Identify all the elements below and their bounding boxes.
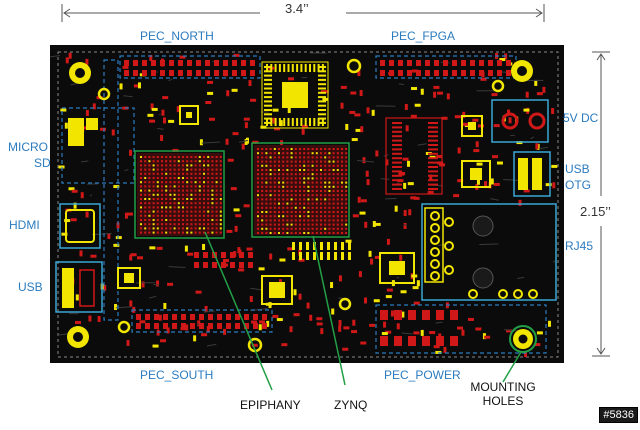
board-height-label: 2.15’’ [580, 204, 611, 219]
label-pec-fpga: PEC_FPGA [391, 30, 455, 43]
callout-mounting-line1: MOUNTING [467, 380, 539, 394]
label-usb-left: USB [18, 281, 43, 294]
label-rj45: RJ45 [565, 240, 593, 253]
label-pec-power: PEC_POWER [384, 369, 461, 382]
image-tag: #5836 [599, 407, 638, 423]
label-pec-south: PEC_SOUTH [140, 369, 213, 382]
callout-mounting-holes: MOUNTING HOLES [467, 380, 539, 408]
label-pec-north: PEC_NORTH [140, 30, 214, 43]
mounting-hole-bottom-right [510, 326, 536, 352]
mounting-hole-bottom-left [67, 326, 89, 348]
callout-mounting-line2: HOLES [467, 394, 539, 408]
label-usb-right: USB [565, 163, 590, 176]
callout-epiphany: EPIPHANY [240, 398, 301, 412]
board-width-label: 3.4’’ [285, 1, 309, 16]
label-hdmi: HDMI [9, 219, 40, 232]
mounting-hole-top-right [511, 60, 533, 82]
callout-zynq: ZYNQ [334, 398, 367, 412]
label-otg: OTG [565, 179, 591, 192]
label-5v-dc: 5V DC [563, 112, 598, 125]
zynq-chip [252, 143, 349, 237]
label-sd: SD [34, 157, 51, 170]
label-micro: MICRO [8, 141, 48, 154]
mounting-hole-top-left [69, 62, 91, 84]
epiphany-chip [135, 151, 224, 238]
